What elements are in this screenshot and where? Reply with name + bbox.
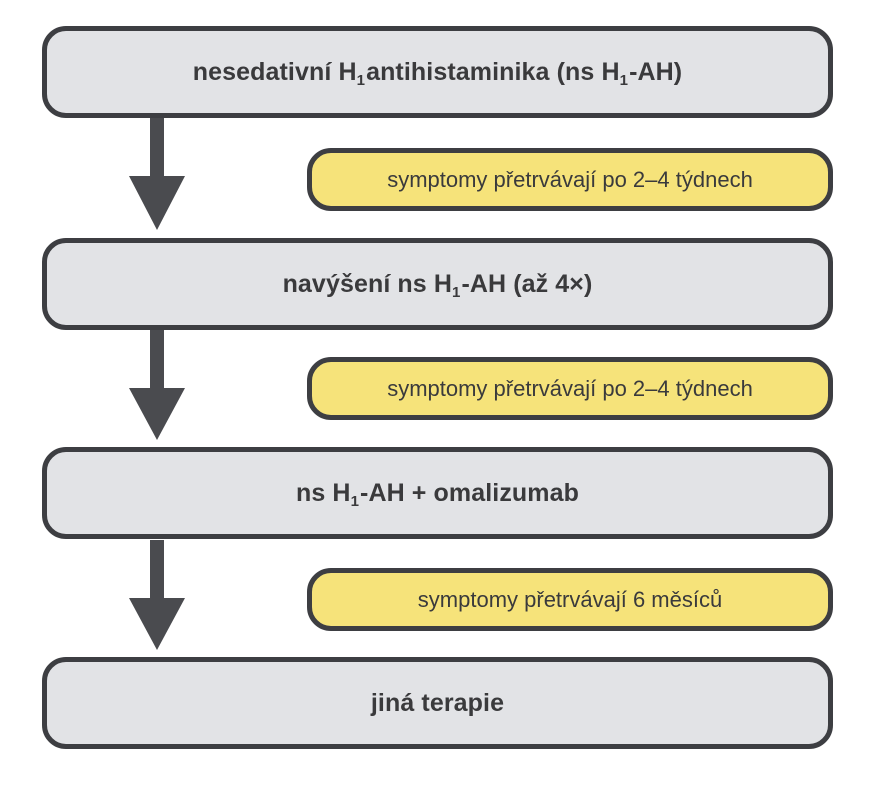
arrow-1 bbox=[129, 118, 185, 230]
condition-3-box: symptomy přetrvávají 6 měsíců bbox=[307, 568, 833, 631]
step-3-box: ns H1-AH + omalizumab bbox=[42, 447, 833, 539]
arrow-3 bbox=[129, 540, 185, 650]
step-2-text: navýšení ns H1-AH (až 4×) bbox=[282, 269, 593, 301]
condition-2-box: symptomy přetrvávají po 2–4 týdnech bbox=[307, 357, 833, 420]
condition-3-text: symptomy přetrvávají 6 měsíců bbox=[417, 586, 723, 612]
condition-1-text: symptomy přetrvávají po 2–4 týdnech bbox=[387, 166, 753, 192]
condition-1-box: symptomy přetrvávají po 2–4 týdnech bbox=[307, 148, 833, 211]
step-4-text: jiná terapie bbox=[370, 688, 505, 717]
step-4-box: jiná terapie bbox=[42, 657, 833, 749]
step-3-text: ns H1-AH + omalizumab bbox=[295, 478, 580, 510]
arrow-2 bbox=[129, 330, 185, 440]
step-2-box: navýšení ns H1-AH (až 4×) bbox=[42, 238, 833, 330]
condition-2-text: symptomy přetrvávají po 2–4 týdnech bbox=[387, 375, 753, 401]
step-1-box: nesedativní H1antihistaminika (ns H1-AH) bbox=[42, 26, 833, 118]
step-1-text: nesedativní H1antihistaminika (ns H1-AH) bbox=[192, 57, 683, 89]
